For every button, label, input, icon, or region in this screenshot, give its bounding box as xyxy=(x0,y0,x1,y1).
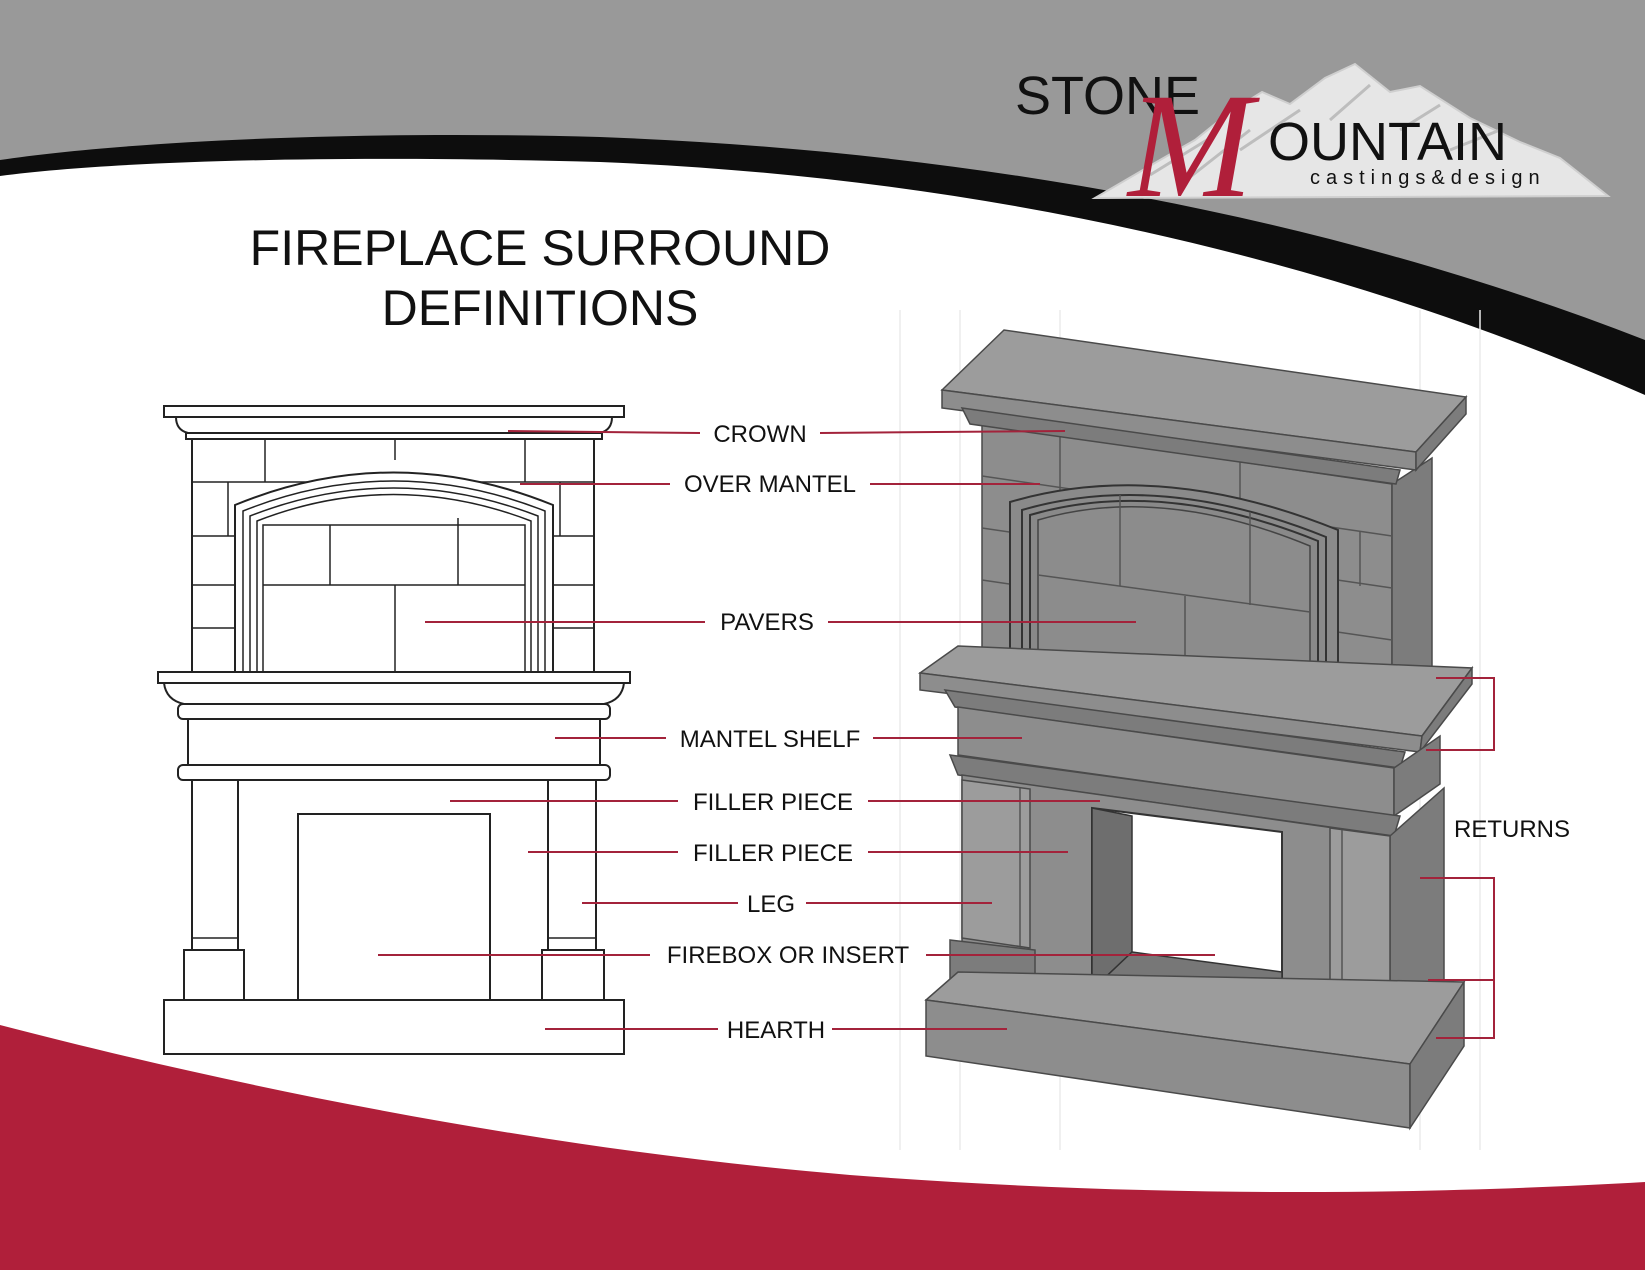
rect xyxy=(185,432,603,440)
shape-3 xyxy=(256,493,532,672)
logo-letter-m: M xyxy=(1126,63,1260,229)
polygon-3 xyxy=(1393,734,1441,818)
label-mantel-shelf: MANTEL SHELF xyxy=(680,726,860,753)
leader-crown-right xyxy=(819,430,1066,434)
outline-leg-right xyxy=(547,779,597,951)
label-pavers: PAVERS xyxy=(720,609,814,636)
leader-lines xyxy=(378,430,1495,1039)
label-hearth: HEARTH xyxy=(727,1017,825,1044)
label-over-mantel: OVER MANTEL xyxy=(684,471,856,498)
label-firebox: FIREBOX OR INSERT xyxy=(667,942,910,969)
shape-5 xyxy=(162,682,626,705)
header-banner xyxy=(0,0,1645,395)
label-leg: LEG xyxy=(747,891,795,918)
logo-mountain-streaks xyxy=(1149,83,1501,187)
rendered-fireplace xyxy=(899,310,1481,1150)
leader-returns-bracket-lower xyxy=(1420,877,1495,1039)
logo-mountain-graphic xyxy=(1091,62,1611,200)
rect-6 xyxy=(541,949,605,1001)
red-footer-swoosh xyxy=(0,1025,1645,1270)
outline-mantel-shelf xyxy=(157,671,631,684)
outline-leg-left xyxy=(191,779,239,951)
logo-stone: STONE xyxy=(1015,66,1200,126)
rect-4 xyxy=(177,764,611,781)
line-drawing-fireplace xyxy=(157,405,631,1055)
logo-tagline: castings&design xyxy=(1310,167,1546,189)
shape xyxy=(242,480,546,672)
render-mantel-shelf-side xyxy=(1418,665,1473,755)
logo-mountain: OUNTAIN xyxy=(1268,112,1507,172)
shape-2 xyxy=(249,487,539,672)
title-line-1: FIREPLACE SURROUND xyxy=(250,220,831,276)
label-filler-piece-1: FILLER PIECE xyxy=(693,789,853,816)
render-hearth-side xyxy=(1409,979,1465,1131)
outline-arch-panel xyxy=(262,524,526,673)
rect-5 xyxy=(183,949,245,1001)
outline-hearth xyxy=(163,999,625,1055)
labels: CROWN OVER MANTEL PAVERS MANTEL SHELF FI… xyxy=(667,421,1570,1044)
rect-2 xyxy=(177,703,611,720)
label-returns: RETURNS xyxy=(1454,816,1570,843)
gray-banner xyxy=(0,0,1645,350)
rect-3 xyxy=(187,718,601,766)
outline-firebox xyxy=(297,813,491,1001)
logo: STONE M OUNTAIN castings&design xyxy=(1015,62,1611,229)
render-crown-side xyxy=(1415,395,1467,472)
render-leg-left xyxy=(961,779,1031,949)
title-line-2: DEFINITIONS xyxy=(382,280,699,336)
line-19 xyxy=(1037,574,1311,613)
shape-6 xyxy=(1021,494,1327,712)
polygon xyxy=(960,407,1401,485)
outline-crown xyxy=(163,405,625,418)
render-leg-right xyxy=(1329,827,1391,1001)
label-filler-piece-2: FILLER PIECE xyxy=(693,840,853,867)
black-swoosh xyxy=(0,134,1645,395)
leader-returns-bracket-upper xyxy=(1426,677,1495,751)
leader-crown-left xyxy=(507,430,701,434)
label-crown: CROWN xyxy=(713,421,806,448)
